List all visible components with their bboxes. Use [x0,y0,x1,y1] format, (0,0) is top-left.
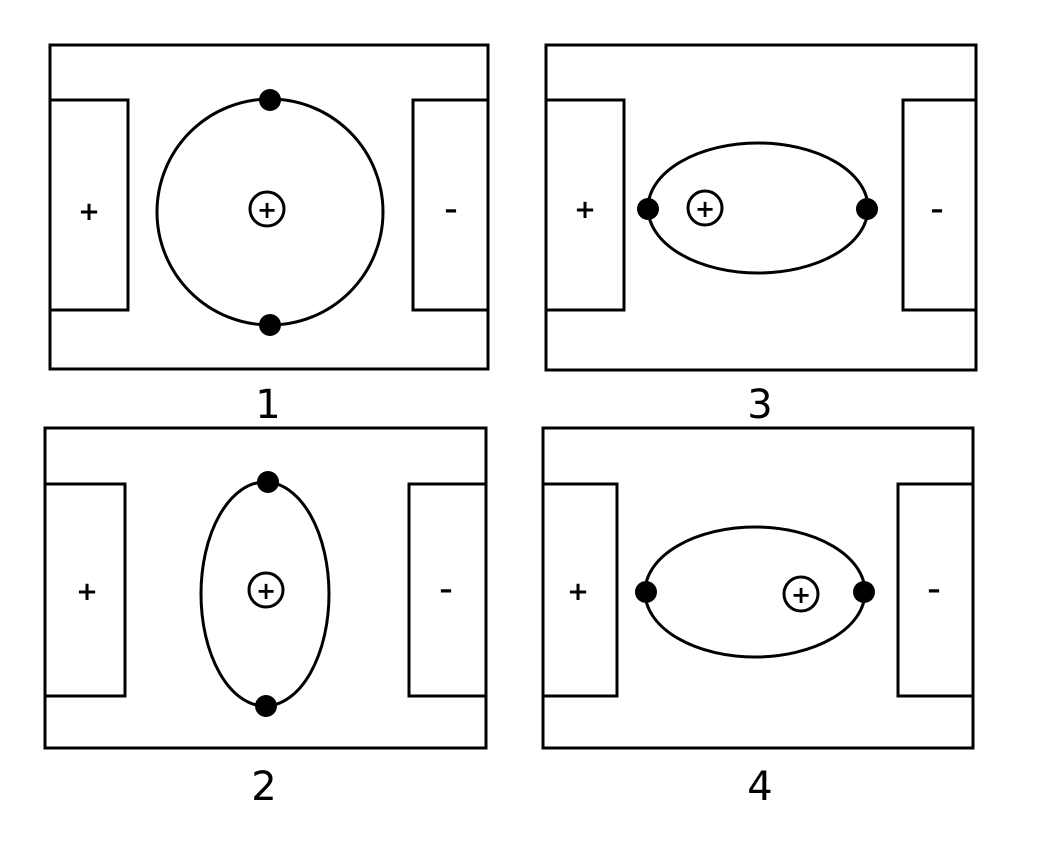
panel-4-negative-plate [896,482,975,698]
panel-2-electron-bottom [255,695,277,717]
panel-3-electron-orbit [646,141,870,275]
panel-3: + – + 3 [544,43,978,428]
panel-4-positive-plate [541,482,619,698]
panel-1-positive-sign: + [78,197,100,227]
panel-3-negative-plate [901,98,978,312]
panel-2-nucleus [247,571,285,609]
panel-1-positive-plate [48,98,130,312]
panel-1: + – + 1 [48,43,490,428]
panel-2-positive-sign: + [76,577,98,607]
panel-4-nucleus [782,575,820,613]
panel-3-positive-sign: + [574,195,596,225]
panel-2-positive-plate [43,482,127,698]
panel-1-nucleus [248,190,286,228]
panel-3-electron-left [637,198,659,220]
panel-3-positive-plate [544,98,626,312]
panel-4-electron-right [853,581,875,603]
panel-1-caption: 1 [255,382,280,428]
panel-1-electron-top [259,89,281,111]
panel-3-frame [544,43,978,372]
panel-2-negative-plate [407,482,488,698]
panel-1-electron-bottom [259,314,281,336]
panel-4-frame [541,426,975,750]
panel-3-nucleus-sign: + [695,195,715,223]
panel-4-nucleus-sign: + [791,581,811,609]
panel-2-nucleus-sign: + [256,577,276,605]
panel-4: + – + 4 [541,426,975,810]
panel-3-nucleus [686,189,724,227]
panel-4-electron-left [635,581,657,603]
panel-2: + – + 2 [43,426,488,810]
panel-1-negative-plate [411,98,490,312]
panel-4-electron-orbit [643,525,867,659]
panel-3-negative-sign: – [931,195,944,225]
panel-1-negative-sign: – [445,195,458,225]
panel-2-electron-top [257,471,279,493]
panel-3-caption: 3 [747,382,772,428]
panel-2-negative-sign: – [440,575,453,605]
panel-4-caption: 4 [747,764,772,810]
panel-2-caption: 2 [251,764,276,810]
panel-4-negative-sign: – [928,575,941,605]
panel-4-positive-sign: + [567,577,589,607]
panel-1-nucleus-sign: + [257,196,277,224]
panel-3-electron-right [856,198,878,220]
